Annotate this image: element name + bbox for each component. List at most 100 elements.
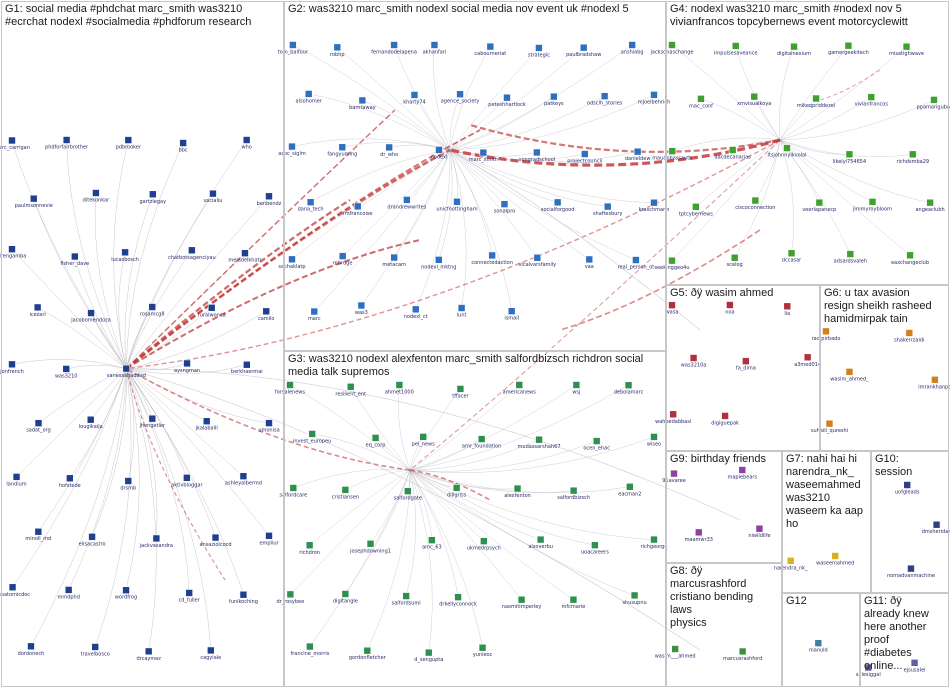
node-was3210a[interactable]: was3210a [681,354,707,368]
node-maplebears[interactable]: maplebears [728,466,758,481]
node-a3med014[interactable]: a3med014 [794,353,821,368]
node-lunt[interactable]: lunt [457,304,467,319]
node-maamwr33[interactable]: maamwr33 [685,528,713,543]
node-jhengetler[interactable]: jhengetler [139,414,166,429]
node-jackvasandra[interactable]: jackvasandra [139,534,173,549]
node-marcusrashford[interactable]: marcusrashford [723,647,762,662]
node-ocen_ehac[interactable]: ocen_ehac [583,437,610,452]
node-ppamarigubal[interactable]: ppamarigubal [917,96,950,110]
node-gartzlegay[interactable]: gartzlegay [140,190,167,205]
node-funikoching[interactable]: funikoching [229,590,258,605]
node-digitalnexium[interactable]: digitalnexium [777,42,811,57]
node-dordonech[interactable]: dordonech [18,642,45,657]
node-wsj[interactable]: wsj [572,381,580,396]
node-francine_morris[interactable]: francine_morris [290,642,330,657]
node-icezari[interactable]: icezari [29,303,46,318]
node-eacman2[interactable]: eacman2 [618,482,641,497]
node-benbendz[interactable]: benbendz [257,192,282,207]
node-fmfrancoise[interactable]: fmfrancoise [343,202,373,217]
node-marc_carrigan[interactable]: marc_carrigan [0,136,30,151]
node-camilo[interactable]: camilo [258,307,275,322]
node-angeaclubh[interactable]: angeaclubh [915,198,945,213]
node-ciscoconnection[interactable]: ciscoconnection [735,196,775,211]
node-barntaway[interactable]: barntaway [349,96,376,111]
node-ansaziolcocd[interactable]: ansaziolcocd [199,533,232,548]
node-forsalenews[interactable]: forsalenews [275,381,305,396]
node-mmdphd[interactable]: mmdphd [57,586,80,600]
node-dillgriss[interactable]: dillgriss [447,484,467,498]
node-mauanbassauth[interactable]: mauanbassauth [652,147,692,162]
node-paulbradshaw[interactable]: paulbradshaw [566,43,601,58]
node-vanessahaddad[interactable]: vanessahaddad [107,364,146,379]
node-niwildlife[interactable]: niwildlife [748,524,771,539]
node-drengamba[interactable]: drengamba [0,245,26,260]
node-alsohomer[interactable]: alsohomer [296,90,323,104]
node-veerlapanecp[interactable]: veerlapanecp [802,198,836,213]
node-hofstede[interactable]: hofstede [59,474,81,489]
node-mikeqpriddezel[interactable]: mikeqpriddezel [797,94,835,109]
node-asoc_siglm[interactable]: asoc_siglm [278,142,306,157]
node-mfcmarie[interactable]: mfcmarie [562,595,586,610]
node-marc[interactable]: marc [308,307,321,322]
node-nomadvanmachine[interactable]: nomadvanmachine [887,564,935,579]
node-robhp[interactable]: robhp [330,43,345,58]
node-lia[interactable]: lia [783,302,792,317]
node-suhaili_qureshi[interactable]: suhaili_qureshi [811,419,848,434]
node-unicfnottingham[interactable]: unicfnottingham [436,197,478,212]
node-pdbrooker[interactable]: pdbrooker [116,136,142,151]
node-91avaree[interactable]: 91avaree [662,469,686,484]
node-elisacastro[interactable]: elisacastro [79,533,106,547]
node-was3210[interactable]: was3210 [55,365,77,379]
node-dana_tech[interactable]: dana_tech [298,198,324,213]
node-lucasbosch[interactable]: lucasbosch [111,248,139,263]
node-wordfrog[interactable]: wordfrog [115,586,137,601]
node-socialforgood[interactable]: socialforgood [541,198,575,213]
node-debolamarc[interactable]: debolamarc [614,381,644,396]
node-uofgleads[interactable]: uofgleads [895,481,920,496]
node-gordonfletcher[interactable]: gordonfletcher [349,646,387,661]
node-vicalvarsfamily[interactable]: vicalvarsfamily [518,253,556,268]
node-waheedabbasi[interactable]: waheedabbasi [655,410,691,425]
node-akhanfari[interactable]: akhanfari [423,41,447,56]
node-cristiansen[interactable]: cristiansen [332,486,359,500]
node-josephdowning1[interactable]: josephdowning1 [349,539,391,554]
node-nodexl_ct[interactable]: nodexl_ct [404,305,428,320]
node-noa[interactable]: noa [725,301,735,316]
node-amc_63[interactable]: amc_63 [422,536,442,551]
node-drandrewwrites[interactable]: drandrewwrites [387,196,427,210]
node-adsardsvaleh[interactable]: adsardsvaleh [834,250,867,265]
node-cagyiale[interactable]: cagyiale [200,646,221,661]
node-radipirbado[interactable]: radipirbado [812,327,841,342]
node-dccasar[interactable]: dccasar [782,249,802,264]
node-salesiggal[interactable]: salesiggal [856,663,881,678]
node-likelyi754654[interactable]: likelyi754654 [833,150,866,165]
node-amr_foundation[interactable]: amr_foundation [462,435,501,450]
node-tffacer[interactable]: tffacer [452,385,470,399]
node-wasa[interactable]: wasa [666,301,679,316]
node-sonalpro[interactable]: sonalpro [494,200,515,215]
node-digiguepak[interactable]: digiguepak [711,412,739,426]
node-richgeorge[interactable]: richgeorge [641,535,668,550]
node-vivianfrancos[interactable]: vivianfrancos [855,93,889,108]
node-ruralwonca[interactable]: ruralwonca [198,303,226,318]
node-jkalaballl[interactable]: jkalaballl [195,417,218,432]
node-ashleyalbermd[interactable]: ashleyalbermd [225,472,262,487]
node-anshiabg[interactable]: anshiabg [621,41,644,56]
node-ismail[interactable]: ismail [504,307,519,322]
node-fa_dima[interactable]: fa_dima [736,357,756,372]
node-digitangle[interactable]: digitangle [333,590,358,604]
node-tptcybernews[interactable]: tptcybernews [679,202,713,217]
node-alsoverbu[interactable]: alsoverbu [528,535,553,550]
node-agence_society[interactable]: agence_society [441,90,480,105]
node-chatbotsagenciyau[interactable]: chatbotsagenciyau [168,246,216,261]
node-fangyuming[interactable]: fangyuming [327,143,357,158]
node-patkeys[interactable]: patkeys [544,92,564,107]
node-eq_corp[interactable]: eq_corp [366,434,386,448]
node-waseemahmed[interactable]: waseemahmed [816,552,854,566]
node-dmsheridan[interactable]: dmsheridan [922,520,950,535]
node-strategic[interactable]: strategic [528,44,550,58]
node-metacam[interactable]: metacam [382,253,406,268]
node-nodexl_mktng[interactable]: nodexl_mktng [421,256,456,270]
node-imrankhanpti[interactable]: imrankhanpti [918,375,950,390]
node-aktivbloggar[interactable]: aktivbloggar [171,474,203,488]
